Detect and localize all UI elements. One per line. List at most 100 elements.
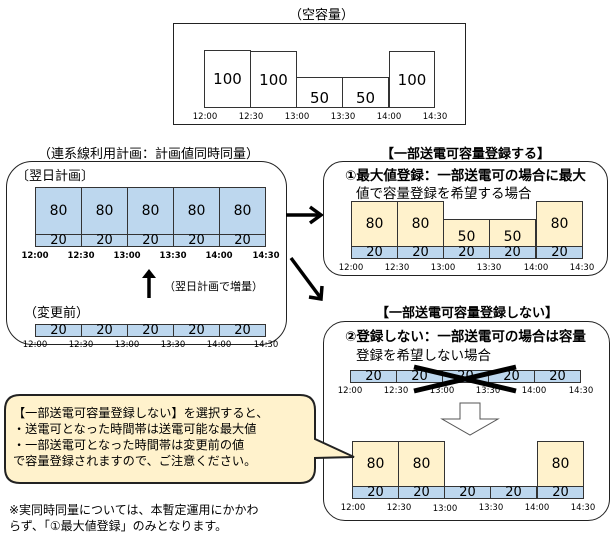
time-tick: 13:00: [432, 504, 458, 514]
before-cell: 20: [219, 324, 266, 337]
option2-desc-line2: 登録を希望しない場合: [356, 348, 491, 364]
callout-bubble: [4, 394, 355, 484]
callout-line: 【一部送電可容量登録しない】を選択すると、: [13, 406, 269, 420]
arrow-right-icon: [286, 205, 324, 225]
time-tick: 12:00: [21, 251, 49, 261]
opt1-lower-cell: 20: [536, 246, 583, 259]
before-cell: 20: [173, 324, 220, 337]
opt1-lower-cell: 20: [351, 246, 398, 259]
footnote-line: らず、「①最大値登録」のみとなります。: [9, 519, 228, 533]
time-tick: 12:30: [383, 386, 409, 396]
time-tick: 13:30: [475, 386, 501, 396]
time-tick: 12:30: [386, 503, 412, 513]
option2-title: 【一部送電可容量登録しない】: [376, 306, 559, 321]
opt1-lower-cell: 20: [489, 246, 536, 259]
arrow-down-right-icon: [289, 256, 324, 302]
before-change-label: （変更前）: [24, 306, 90, 321]
opt2-upper-cell: 80: [352, 441, 399, 487]
time-tick: 12:00: [22, 340, 48, 350]
down-arrow-icon: [440, 402, 500, 436]
plan-lower-cell: 20: [81, 234, 128, 247]
opt2-upper-cell: 80: [398, 441, 445, 487]
opt2-lower-cell: 20: [490, 486, 537, 499]
plan-upper-cell: 80: [81, 187, 128, 235]
time-tick: 14:30: [569, 263, 595, 273]
footnote-line: ※実同時同量については、本暫定運用にかかわ: [9, 503, 259, 517]
opt2-upper-cell: 80: [537, 441, 584, 487]
opt1-lower-cell: 20: [443, 246, 490, 259]
free-cap-cell: 100: [204, 50, 251, 108]
time-tick: 12:00: [192, 112, 218, 122]
before-cell: 20: [127, 324, 174, 337]
plan-lower-cell: 20: [219, 234, 266, 247]
time-tick: 14:30: [252, 251, 280, 261]
time-tick: 13:00: [114, 340, 140, 350]
opt1-lower-cell: 20: [397, 246, 444, 259]
free-cap-cell: 50: [342, 77, 389, 108]
time-tick: 13:00: [430, 263, 456, 273]
opt1-upper-cell: 80: [536, 201, 583, 247]
plan-lower-cell: 20: [35, 234, 82, 247]
increase-label: （翌日計画で増量）: [164, 280, 263, 293]
increase-arrow-icon: [142, 269, 156, 298]
opt1-upper-cell: 80: [351, 201, 398, 247]
time-tick: 13:30: [330, 112, 356, 122]
option2-desc-text: ②登録しない：一部送電可の場合は容量: [345, 329, 586, 345]
plan-upper-cell: 80: [35, 187, 82, 235]
time-tick: 14:00: [206, 340, 232, 350]
time-tick: 13:30: [160, 340, 186, 350]
time-tick: 13:30: [478, 503, 504, 513]
callout-text: 【一部送電可容量登録しない】を選択すると、 ・送電可となった時間帯は送電可能な最…: [13, 405, 268, 469]
free-cap-cell: 50: [296, 77, 343, 108]
opt2-lower-cell: 20: [444, 486, 491, 499]
callout-line: ・一部送電可となった時間帯は変更前の値: [13, 438, 245, 452]
option2-desc-line1: ②登録しない：一部送電可の場合は容量: [345, 325, 586, 345]
opt2-lower-cell: 20: [537, 486, 584, 499]
free-cap-cell: 100: [250, 51, 297, 108]
callout-line: ・送電可となった時間帯は送電可能な最大値: [13, 422, 257, 436]
time-tick: 14:00: [521, 386, 547, 396]
time-tick: 13:00: [429, 386, 455, 396]
crossed-cell: 20: [534, 370, 581, 383]
time-tick: 12:30: [384, 263, 410, 273]
option1-title: 【一部送電可容量登録する】: [381, 147, 551, 162]
time-tick: 13:00: [113, 251, 141, 261]
opt1-upper-cell: 50: [489, 219, 536, 247]
time-tick: 12:00: [340, 503, 366, 513]
time-tick: 13:00: [284, 112, 310, 122]
time-tick: 12:30: [68, 340, 94, 350]
option1-desc-line1: ①最大値登録：一部送電可の場合に最大: [345, 164, 586, 184]
time-tick: 12:00: [337, 386, 363, 396]
time-tick: 14:30: [422, 112, 448, 122]
time-tick: 14:00: [376, 112, 402, 122]
interconnection-plan-title: （連系線利用計画：計画値同時同量）: [38, 147, 260, 162]
crossed-cell: 20: [350, 370, 397, 383]
time-tick: 12:30: [238, 112, 264, 122]
time-tick: 13:30: [476, 263, 502, 273]
plan-upper-cell: 80: [173, 187, 220, 235]
cross-out-icon: [413, 364, 517, 394]
opt1-upper-cell: 80: [397, 201, 444, 247]
footnote: ※実同時同量については、本暫定運用にかかわ らず、「①最大値登録」のみとなります…: [9, 502, 258, 534]
plan-upper-cell: 80: [127, 187, 174, 235]
before-cell: 20: [81, 324, 128, 337]
before-cell: 20: [35, 324, 82, 337]
next-day-plan-label: 〔翌日計画〕: [16, 169, 95, 184]
plan-lower-cell: 20: [127, 234, 174, 247]
time-tick: 13:30: [159, 251, 187, 261]
free-cap-cell: 100: [389, 51, 435, 108]
plan-lower-cell: 20: [173, 234, 220, 247]
time-tick: 14:30: [253, 340, 279, 350]
time-tick: 12:00: [338, 263, 364, 273]
plan-upper-cell: 80: [219, 187, 266, 235]
opt2-lower-cell: 20: [352, 486, 399, 499]
opt2-lower-cell: 20: [398, 486, 445, 499]
opt1-upper-cell: 50: [443, 219, 490, 247]
free-capacity-title: （空容量）: [289, 8, 355, 23]
option1-desc-line2: 値で容量登録を希望する場合: [356, 186, 532, 202]
time-tick: 14:30: [570, 503, 596, 513]
time-tick: 14:00: [205, 251, 233, 261]
time-tick: 12:30: [67, 251, 95, 261]
time-tick: 14:00: [523, 263, 549, 273]
callout-line: で容量登録されますので、ご注意ください。: [13, 454, 257, 468]
